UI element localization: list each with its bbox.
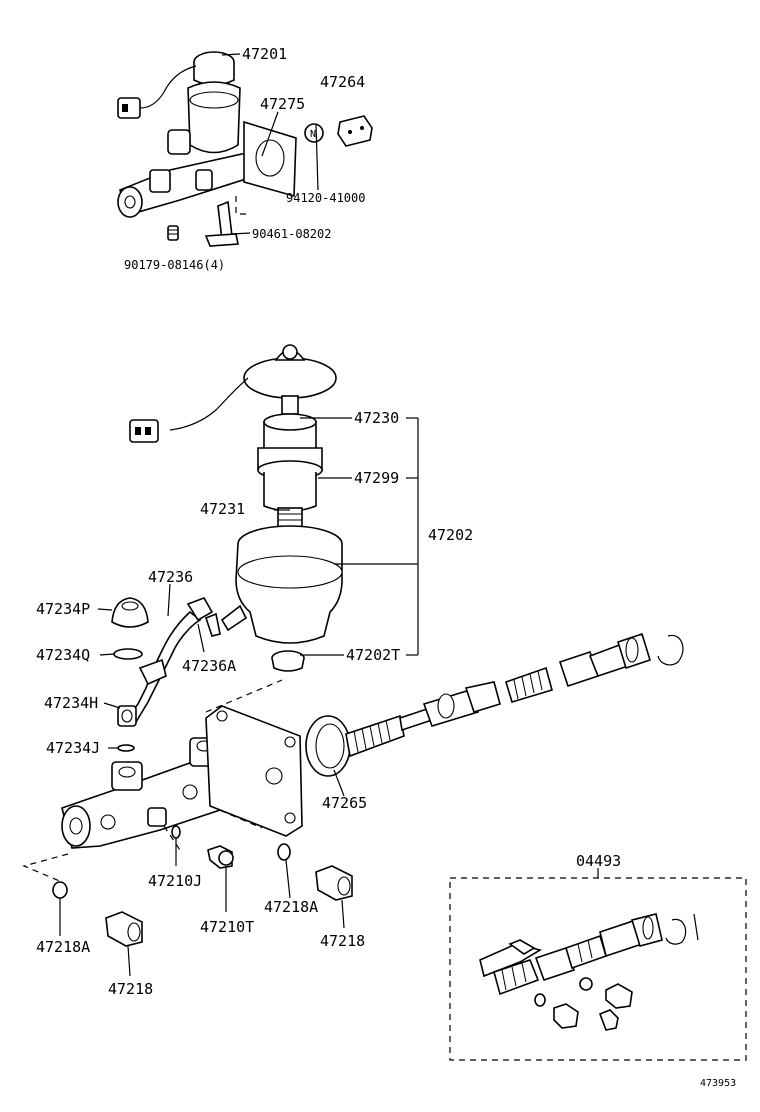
- label-47234J: 47234J: [46, 739, 100, 757]
- top-leader-lines: [221, 53, 319, 235]
- washer-mark-icon: N: [310, 129, 316, 140]
- label-04493: 04493: [576, 852, 621, 870]
- reservoir-assembly: [129, 344, 343, 672]
- top-master-cylinder-assembly: N: [117, 51, 373, 247]
- repair-kit-04493: [449, 868, 747, 1061]
- label-47218-right: 47218: [320, 932, 365, 950]
- label-47210J: 47210J: [148, 872, 202, 890]
- label-47201: 47201: [242, 45, 287, 63]
- reservoir-hose-assembly: [111, 597, 221, 752]
- label-47218A-mid: 47218A: [264, 898, 318, 916]
- label-47210T: 47210T: [200, 918, 254, 936]
- master-cylinder-body: [61, 705, 303, 849]
- figure-number: 473953: [700, 1078, 736, 1089]
- label-47234Q: 47234Q: [36, 646, 90, 664]
- label-47230: 47230: [354, 409, 399, 427]
- piston-spring-stack: [305, 632, 684, 777]
- label-90461-08202: 90461-08202: [252, 227, 331, 241]
- label-47236A: 47236A: [182, 657, 236, 675]
- label-47202: 47202: [428, 526, 473, 544]
- label-47299: 47299: [354, 469, 399, 487]
- label-47234H: 47234H: [44, 694, 98, 712]
- label-47218A-left: 47218A: [36, 938, 90, 956]
- label-47218-left: 47218: [108, 980, 153, 998]
- label-47275: 47275: [260, 95, 305, 113]
- label-47236: 47236: [148, 568, 193, 586]
- label-47202T: 47202T: [346, 646, 400, 664]
- fasteners-under-body: [52, 825, 353, 947]
- label-47264: 47264: [320, 73, 365, 91]
- label-94120-41000: 94120-41000: [286, 191, 365, 205]
- label-90179-08146: 90179-08146(4): [124, 258, 225, 272]
- label-47265: 47265: [322, 794, 367, 812]
- label-47234P: 47234P: [36, 600, 90, 618]
- label-47231: 47231: [200, 500, 245, 518]
- group-bracket-47202: [274, 417, 419, 656]
